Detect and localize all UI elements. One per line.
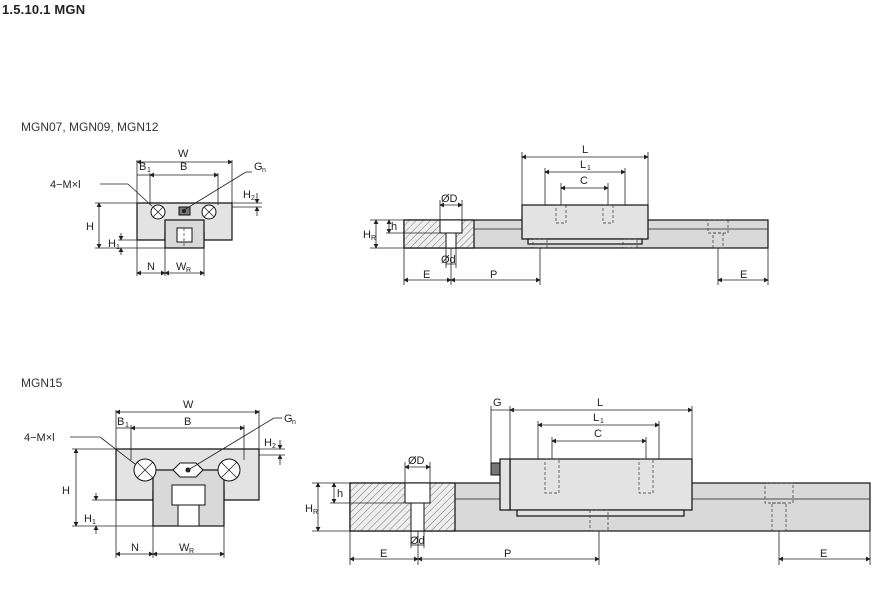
section-caption-small: MGN07, MGN09, MGN12 (21, 120, 159, 134)
dim-n: N (147, 261, 155, 273)
dim-l-15: L (597, 397, 603, 409)
front-view-small: W B B 1 G n 4−M×l H H 1 H 2 N W R (50, 148, 266, 276)
dim-gn-sub-15: n (292, 419, 296, 426)
dim-h1-sub: 1 (116, 244, 120, 251)
dim-h-15: H (62, 485, 70, 497)
dim-h-small-15: h (337, 488, 343, 500)
dim-hr: H (363, 229, 371, 241)
dim-h: H (86, 221, 94, 233)
dim-h1-15: H (84, 513, 92, 525)
dim-mxl: 4−M×l (50, 179, 81, 191)
dim-l: L (582, 144, 588, 156)
dim-l1: L (580, 159, 586, 171)
dim-h2-sub-15: 2 (272, 443, 276, 450)
dim-h1-sub-15: 1 (92, 519, 96, 526)
dim-b: B (180, 161, 187, 173)
dim-b1-15: B (117, 416, 124, 428)
dim-b1-sub: 1 (147, 167, 151, 174)
dim-hr-sub-15: R (313, 509, 318, 516)
dim-n-15: N (131, 542, 139, 554)
dim-od: ØD (441, 193, 458, 205)
dim-b1-sub-15: 1 (125, 422, 129, 429)
dim-c: C (580, 175, 588, 187)
dim-l1-sub-15: 1 (600, 418, 604, 425)
dim-w-15: W (183, 399, 194, 411)
dim-p: P (490, 269, 497, 281)
dim-hr-15: H (305, 503, 313, 515)
dim-mxl-15: 4−M×l (24, 432, 55, 444)
side-view-small: L L 1 C ØD Ød h H R E P E (363, 144, 769, 285)
dim-gn: G (254, 161, 263, 173)
dim-wr: W (176, 261, 187, 273)
dim-e-right-15: E (820, 548, 827, 560)
dim-od-small-15: Ød (410, 535, 425, 547)
dim-e-left: E (423, 269, 430, 281)
dim-h1: H (108, 238, 116, 250)
dim-gn-15: G (284, 413, 293, 425)
dim-c-15: C (594, 428, 602, 440)
side-view-mgn15: G L L 1 C ØD Ød h H R E P E (305, 397, 871, 565)
dim-wr-sub: R (186, 267, 191, 274)
dim-b-15: B (184, 416, 191, 428)
dim-hr-sub: R (371, 235, 376, 242)
dim-p-15: P (504, 548, 511, 560)
dim-od-small: Ød (441, 254, 456, 266)
front-view-mgn15: W B B 1 G n 4−M×l H H 1 H 2 N W R (24, 399, 296, 558)
dim-l1-sub: 1 (587, 165, 591, 172)
dim-l1-15: L (593, 412, 599, 424)
page-heading: 1.5.10.1 MGN (2, 2, 86, 17)
dim-w: W (178, 148, 189, 160)
dim-h2: H (243, 189, 251, 201)
dim-h-small: h (391, 221, 397, 233)
dim-h2-15: H (264, 437, 272, 449)
dim-od-15: ØD (408, 455, 425, 467)
dim-b1: B (139, 161, 146, 173)
dim-h2-sub: 2 (251, 195, 255, 202)
dim-e-left-15: E (380, 548, 387, 560)
dim-wr-15: W (179, 542, 190, 554)
section-caption-mgn15: MGN15 (21, 376, 63, 390)
dim-g: G (493, 397, 502, 409)
dim-wr-sub-15: R (189, 548, 194, 555)
dim-e-right: E (740, 269, 747, 281)
dim-gn-sub: n (262, 167, 266, 174)
